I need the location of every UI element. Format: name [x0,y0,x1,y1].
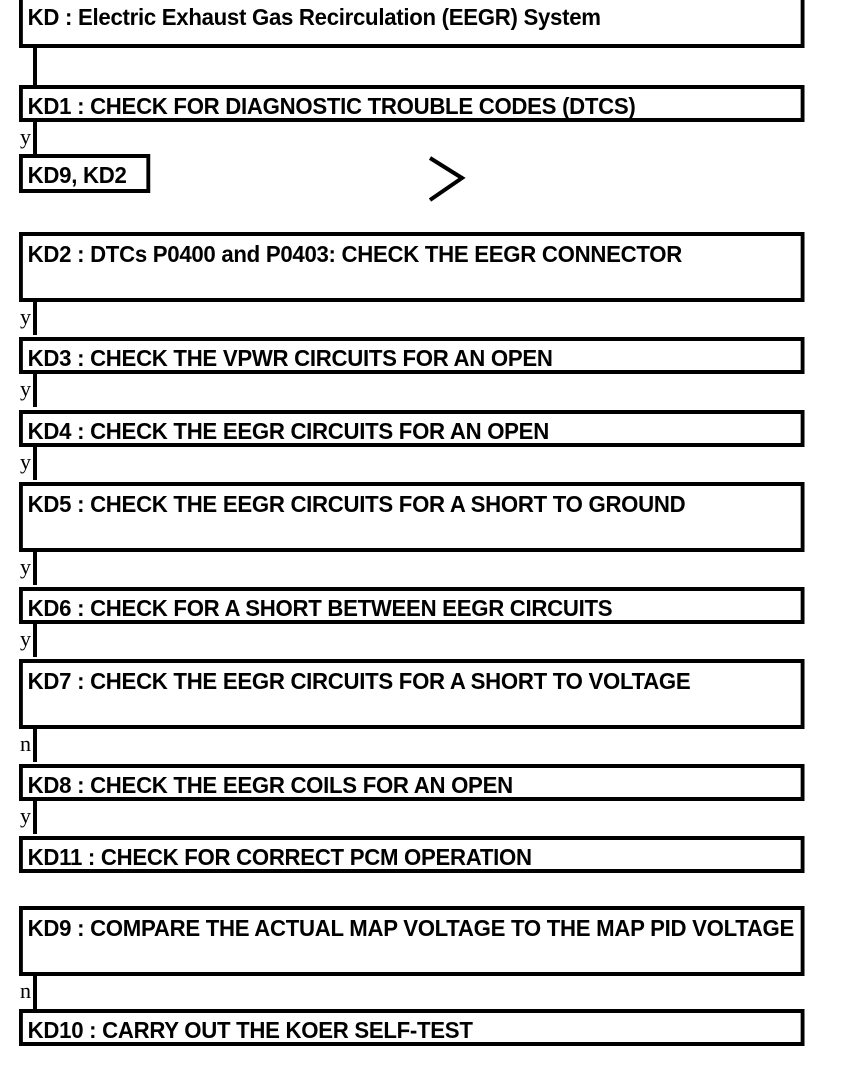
edge-label-kd2-y: y [20,304,31,329]
connector-kd5-to-kd6 [33,552,37,585]
connector-kd1-to-kd9kd2 [33,122,37,154]
node-kd9-kd2-reference[interactable]: KD9, KD2 [19,154,151,193]
edge-label-kd4-y: y [20,449,31,474]
node-kd7[interactable]: KD7 : CHECK THE EEGR CIRCUITS FOR A SHOR… [19,659,805,729]
node-kd11[interactable]: KD11 : CHECK FOR CORRECT PCM OPERATION [19,836,805,873]
edge-label-kd9-n: n [20,978,31,1003]
node-kd6[interactable]: KD6 : CHECK FOR A SHORT BETWEEN EEGR CIR… [19,587,805,624]
edge-label-kd8-y: y [20,803,31,828]
edge-label-kd3-y: y [20,376,31,401]
connector-kd4-to-kd5 [33,447,37,480]
node-kd5[interactable]: KD5 : CHECK THE EEGR CIRCUITS FOR A SHOR… [19,482,805,552]
connector-kd2-to-kd3 [33,302,37,335]
node-kd8[interactable]: KD8 : CHECK THE EEGR COILS FOR AN OPEN [19,764,805,801]
node-kd1[interactable]: KD1 : CHECK FOR DIAGNOSTIC TROUBLE CODES… [19,85,805,122]
edge-label-kd7-n: n [20,731,31,756]
node-kd4[interactable]: KD4 : CHECK THE EEGR CIRCUITS FOR AN OPE… [19,410,805,447]
connector-kd9-to-kd10 [33,976,37,1009]
node-kd9[interactable]: KD9 : COMPARE THE ACTUAL MAP VOLTAGE TO … [19,906,805,976]
edge-label-kd6-y: y [20,626,31,651]
connector-kd7-to-kd8 [33,729,37,762]
connector-kd3-to-kd4 [33,374,37,407]
node-kd10[interactable]: KD10 : CARRY OUT THE KOER SELF-TEST [19,1009,805,1046]
edge-label-kd1-y: y [20,124,31,149]
connector-kd6-to-kd7 [33,624,37,657]
chevron-right-icon [424,150,470,206]
connector-kd-to-kd1 [33,48,37,85]
node-kd2[interactable]: KD2 : DTCs P0400 and P0403: CHECK THE EE… [19,232,805,302]
node-kd3[interactable]: KD3 : CHECK THE VPWR CIRCUITS FOR AN OPE… [19,337,805,374]
connector-kd8-to-kd11 [33,801,37,834]
node-kd[interactable]: KD : Electric Exhaust Gas Recirculation … [19,0,805,48]
edge-label-kd5-y: y [20,554,31,579]
